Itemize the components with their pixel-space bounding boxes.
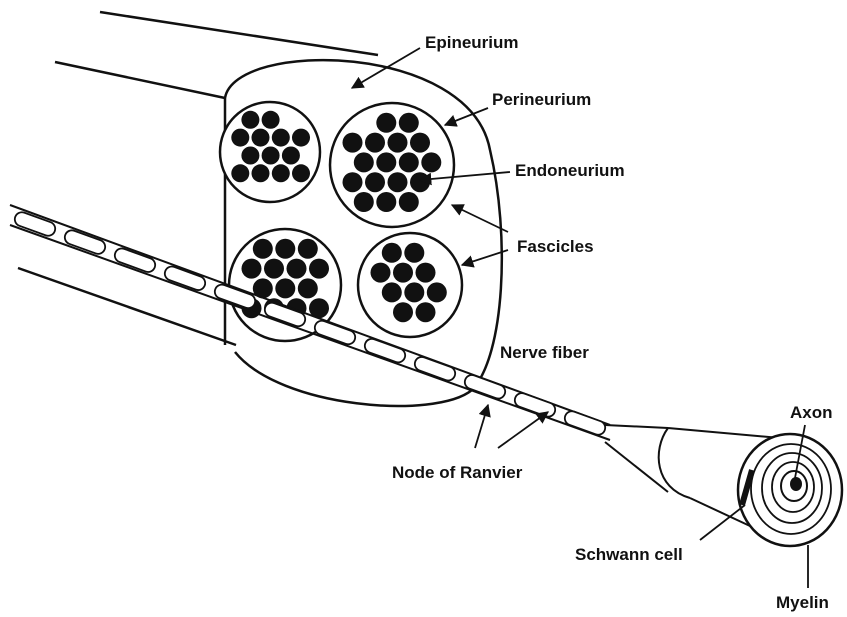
myelin-segment xyxy=(463,373,507,400)
axon-dot xyxy=(242,259,262,279)
label-node-of-ranvier: Node of Ranvier xyxy=(392,463,523,482)
axon-dot xyxy=(399,152,419,172)
fascicle-bottom-right xyxy=(358,233,462,337)
axon-dot xyxy=(241,111,259,129)
fascicle-top-right xyxy=(330,103,454,227)
axon-dot xyxy=(371,263,391,283)
axon-dot xyxy=(393,263,413,283)
label-fascicles: Fascicles xyxy=(517,237,594,256)
schwann-cell-roll xyxy=(605,425,842,546)
axon-dot xyxy=(262,147,280,165)
axon-dot xyxy=(309,259,329,279)
axon-dot xyxy=(410,133,430,153)
axon-dot xyxy=(382,243,402,263)
axon-dot xyxy=(298,239,318,259)
axon-dot xyxy=(264,259,284,279)
axon-dot xyxy=(376,192,396,212)
label-myelin: Myelin xyxy=(776,593,829,612)
axon-dot xyxy=(416,263,436,283)
axon-dot xyxy=(416,302,436,322)
axon-dot xyxy=(231,129,249,147)
axon-dot xyxy=(427,282,447,302)
axon-dot xyxy=(365,133,385,153)
label-axon: Axon xyxy=(790,403,833,422)
label-epineurium: Epineurium xyxy=(425,33,519,52)
axon-dot xyxy=(252,164,270,182)
axon-dot xyxy=(287,259,307,279)
axon-dot xyxy=(272,164,290,182)
axon-dot xyxy=(231,164,249,182)
axon-dot xyxy=(343,172,363,192)
axon-dot xyxy=(241,147,259,165)
axon-dot xyxy=(292,164,310,182)
axon-dot xyxy=(393,302,413,322)
axon-dot xyxy=(298,278,318,298)
axon-dot xyxy=(292,129,310,147)
label-schwann-cell: Schwann cell xyxy=(575,545,683,564)
axon-dot xyxy=(275,278,295,298)
axon-dot xyxy=(253,239,273,259)
label-perineurium: Perineurium xyxy=(492,90,591,109)
label-endoneurium: Endoneurium xyxy=(515,161,625,180)
label-nerve-fiber: Nerve fiber xyxy=(500,343,589,362)
myelin-segment xyxy=(563,409,607,436)
axon-dot xyxy=(365,172,385,192)
axon-dot xyxy=(404,282,424,302)
axon-dot xyxy=(399,192,419,212)
axon-dot xyxy=(275,239,295,259)
axon-dot xyxy=(376,113,396,133)
axon-dot xyxy=(388,133,408,153)
axon-dot xyxy=(388,172,408,192)
axon-dot xyxy=(354,152,374,172)
axon-dot xyxy=(376,152,396,172)
axon-dot xyxy=(404,243,424,263)
axon-dot xyxy=(252,129,270,147)
myelin-segment xyxy=(513,391,557,418)
axon-dot xyxy=(410,172,430,192)
fascicle-top-left xyxy=(220,102,320,202)
axon-dot xyxy=(421,152,441,172)
axon-dot xyxy=(272,129,290,147)
axon-dot xyxy=(282,147,300,165)
axon-dot xyxy=(382,282,402,302)
axon-dot xyxy=(343,133,363,153)
axon-dot xyxy=(262,111,280,129)
axon-dot xyxy=(354,192,374,212)
axon-dot xyxy=(399,113,419,133)
